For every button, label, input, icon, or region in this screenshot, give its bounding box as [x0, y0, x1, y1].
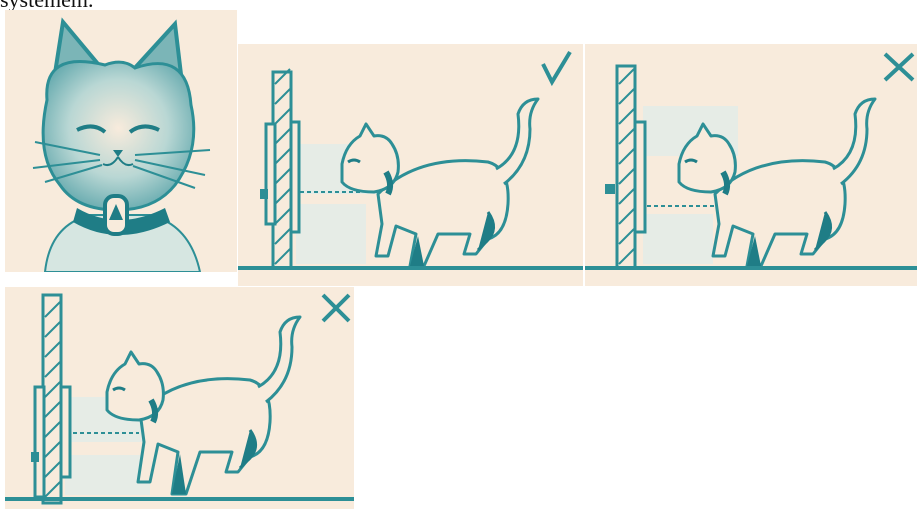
- cat-head-illustration: [5, 10, 237, 272]
- cat-door-wrong-panel-2: [5, 287, 354, 509]
- checkmark-icon: [541, 50, 572, 87]
- cross-icon: [883, 52, 915, 82]
- cross-icon: [321, 293, 351, 323]
- cat-door-correct-panel: [238, 44, 583, 286]
- caption-text: systemem.: [0, 0, 94, 12]
- cat-door-wrong-panel-1: [585, 44, 917, 286]
